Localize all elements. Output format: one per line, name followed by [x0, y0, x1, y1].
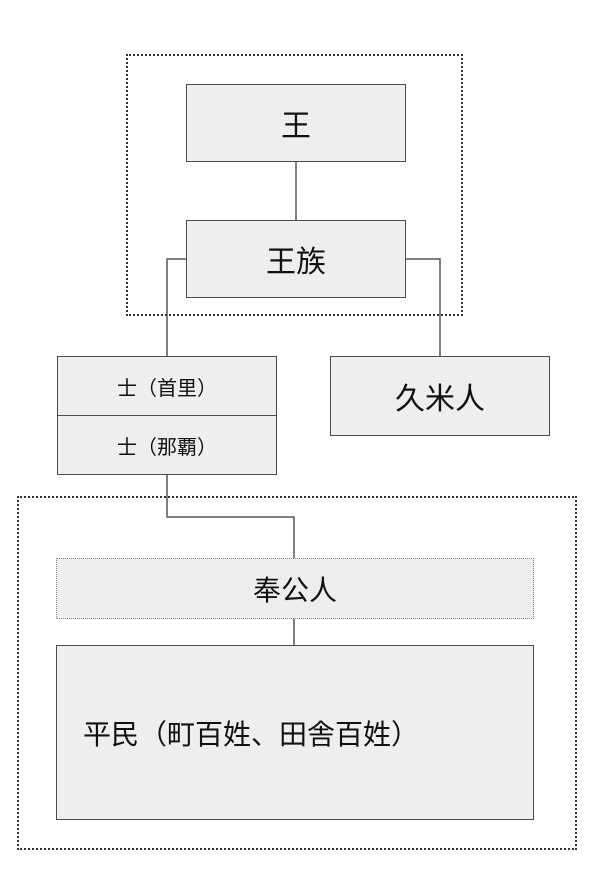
commoners-box: 平民（町百姓、田舎百姓） — [56, 645, 534, 820]
shi-shuri-label: 士（首里） — [117, 375, 217, 400]
king-label: 王 — [281, 109, 311, 144]
shi-naha-label: 士（那覇） — [117, 434, 217, 459]
royal-family-label: 王族 — [266, 245, 326, 280]
commoner-group-frame — [17, 496, 577, 850]
royal-family-box: 王族 — [186, 220, 406, 298]
commoners-label: 平民（町百姓、田舎百姓） — [83, 717, 420, 751]
connector-royal-kume — [406, 258, 441, 356]
hokonin-label: 奉公人 — [252, 573, 337, 607]
king-box: 王 — [186, 84, 406, 162]
hokonin-box: 奉公人 — [56, 558, 534, 619]
kumemura-label: 久米人 — [395, 382, 485, 417]
shi-naha-box: 士（那覇） — [57, 415, 277, 475]
shi-shuri-box: 士（首里） — [57, 356, 277, 416]
connector-royal-shi — [166, 258, 186, 356]
kumemura-box: 久米人 — [330, 356, 550, 436]
royal-group-frame — [126, 54, 463, 316]
